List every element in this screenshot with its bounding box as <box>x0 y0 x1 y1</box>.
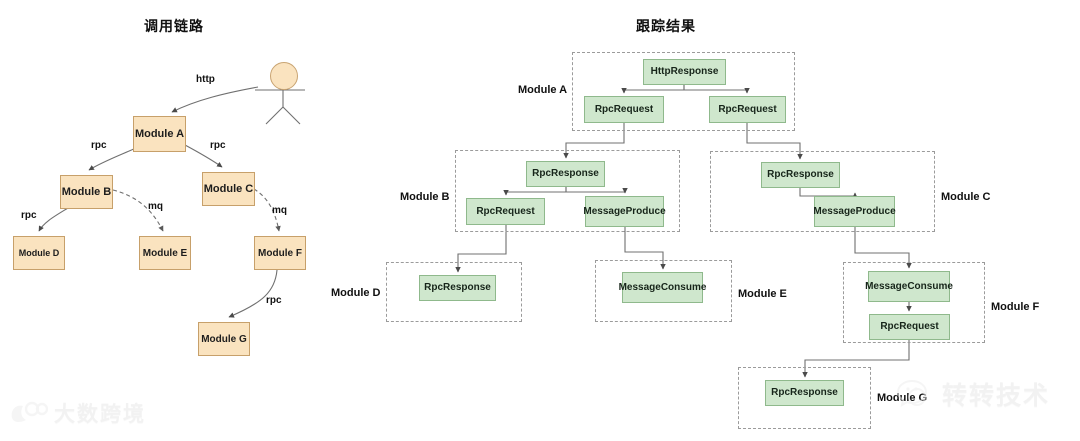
span-rpc-response-g[interactable]: RpcResponse <box>765 380 844 406</box>
trace-group-b-label: Module B <box>400 191 450 203</box>
edge-label-a-c-rpc: rpc <box>210 140 226 151</box>
trace-group-g-label: Module G <box>877 392 928 404</box>
span-label: MessageProduce <box>813 205 896 217</box>
right-panel-title: 跟踪结果 <box>636 18 696 34</box>
trace-group-d <box>386 262 522 322</box>
span-label: RpcRequest <box>594 103 654 115</box>
watermark-left-logo-icon <box>11 401 48 423</box>
span-rpc-request-a-right[interactable]: RpcRequest <box>709 96 786 123</box>
edge-label-http: http <box>196 74 215 85</box>
module-node-d[interactable]: Module D <box>13 236 65 270</box>
span-label: RpcResponse <box>771 387 838 398</box>
span-label: RpcRequest <box>476 205 535 217</box>
watermark-right-text: 转转技术 <box>942 382 1051 410</box>
module-node-c[interactable]: Module C <box>202 172 255 206</box>
module-node-a[interactable]: Module A <box>133 116 186 152</box>
watermark-left-text: 大数跨境 <box>54 403 146 426</box>
span-message-consume-f[interactable]: MessageConsume <box>865 271 953 302</box>
span-rpc-request-f[interactable]: RpcRequest <box>869 314 950 340</box>
span-label: RpcResponse <box>532 168 599 179</box>
module-node-c-label: Module C <box>203 183 254 195</box>
span-label: RpcResponse <box>767 169 834 180</box>
trace-group-g <box>738 367 871 429</box>
edge-label-a-b-rpc: rpc <box>91 140 107 151</box>
module-node-e[interactable]: Module E <box>139 236 191 270</box>
edge-label-f-g-rpc: rpc <box>266 295 282 306</box>
module-node-f-label: Module F <box>258 247 302 259</box>
left-panel-title: 调用链路 <box>144 18 204 34</box>
edge-f-to-g <box>228 269 278 318</box>
edge-label-b-d-rpc: rpc <box>21 210 37 221</box>
trace-group-f-label: Module F <box>991 301 1040 313</box>
span-rpc-request-b[interactable]: RpcRequest <box>466 198 545 225</box>
module-node-g-label: Module G <box>201 333 247 345</box>
edge-label-b-e-mq: mq <box>148 201 163 212</box>
edge-b-to-d <box>38 207 69 232</box>
span-label: MessageConsume <box>865 280 953 292</box>
span-message-produce-b[interactable]: MessageProduce <box>583 196 666 227</box>
span-rpc-response-b[interactable]: RpcResponse <box>526 161 605 187</box>
span-label: MessageProduce <box>583 205 666 217</box>
trace-group-d-label: Module D <box>331 287 381 299</box>
trace-group-c <box>710 151 935 232</box>
span-label: RpcRequest <box>880 321 939 332</box>
span-rpc-response-c[interactable]: RpcResponse <box>761 162 840 188</box>
trace-group-e <box>595 260 732 322</box>
span-rpc-response-d[interactable]: RpcResponse <box>419 275 496 301</box>
span-label: HttpResponse <box>650 66 719 77</box>
trace-group-c-label: Module C <box>941 191 991 203</box>
span-http-response-a[interactable]: HttpResponse <box>643 59 726 85</box>
module-node-e-label: Module E <box>142 247 188 259</box>
module-node-d-label: Module D <box>18 248 60 258</box>
trace-group-f <box>843 262 985 343</box>
module-node-f[interactable]: Module F <box>254 236 306 270</box>
watermark-bottom-left: 大数跨境 <box>8 398 146 428</box>
trace-group-a-label: Module A <box>518 84 568 96</box>
edge-label-c-f-mq: mq <box>272 205 287 216</box>
module-node-a-label: Module A <box>134 128 185 140</box>
edge-actor-to-a <box>171 86 259 113</box>
span-label: MessageConsume <box>618 281 707 293</box>
trace-group-e-label: Module E <box>738 288 787 300</box>
edge-a-to-b <box>88 147 137 171</box>
trace-group-b <box>455 150 680 232</box>
actor-head-icon <box>270 62 298 90</box>
span-message-produce-c[interactable]: MessageProduce <box>813 196 896 227</box>
span-label: RpcRequest <box>718 103 777 115</box>
span-label: RpcResponse <box>424 282 491 293</box>
module-node-g[interactable]: Module G <box>198 322 250 356</box>
module-node-b-label: Module B <box>61 186 112 198</box>
module-node-b[interactable]: Module B <box>60 175 113 209</box>
trace-group-a <box>572 52 795 131</box>
span-message-consume-e[interactable]: MessageConsume <box>619 272 706 303</box>
span-rpc-request-a-left[interactable]: RpcRequest <box>584 96 664 123</box>
actor-figure <box>255 88 305 125</box>
